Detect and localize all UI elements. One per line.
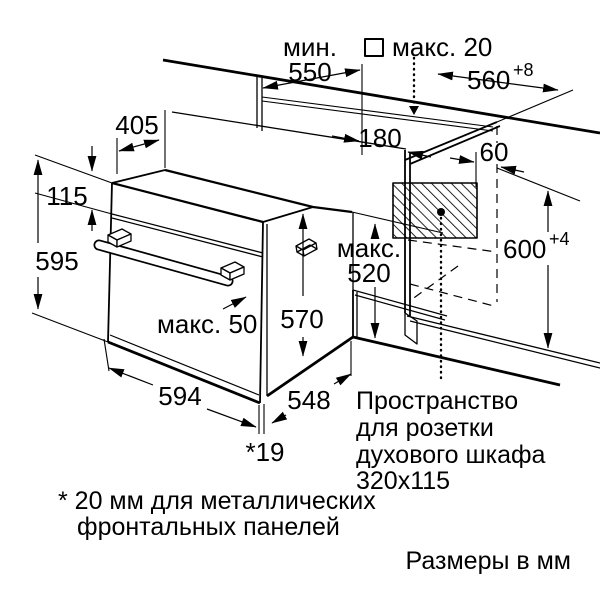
hidden-edge-lines (407, 126, 498, 307)
dim-600-label: 600 (503, 234, 546, 264)
oven (93, 169, 354, 405)
dim-570-label: 570 (280, 304, 323, 334)
dim-min-label: мин. (283, 32, 337, 62)
dim-max50-label: макс. 50 (157, 309, 257, 339)
dim-180-label: 180 (358, 123, 401, 153)
dim-548-label: 548 (287, 385, 330, 415)
dim-594-label: 594 (158, 381, 201, 411)
units-note: Размеры в мм (406, 547, 571, 575)
max50-pointer-arrow (222, 296, 247, 310)
dim-115-label: 115 (46, 181, 87, 211)
dim-520-label: 520 (347, 258, 390, 288)
dim-600-tolerance: +4 (549, 229, 570, 249)
dim-max20-label: макс. 20 (392, 32, 492, 62)
dim-60-label: 60 (480, 137, 509, 167)
dim-560-tolerance: +8 (513, 60, 534, 80)
vent-slot (295, 238, 318, 257)
footnote-line-2: фронтальных панелей (77, 513, 340, 541)
socket-note-line-3: духового шкафа (356, 441, 546, 469)
handle-bracket-right (220, 261, 245, 281)
dim-550-label: 550 (288, 57, 331, 87)
square-symbol (364, 38, 384, 57)
dim-max-label: макс. (337, 233, 401, 263)
reference-dotted-lines (409, 56, 443, 381)
socket-note-line-1: Пространство (356, 387, 518, 415)
socket-space-hatch (392, 182, 478, 239)
socket-dot (437, 208, 445, 216)
worktop-lines (162, 58, 600, 150)
door-handle (93, 228, 245, 287)
dim-595-label: 595 (35, 246, 78, 276)
footnote-line-1: * 20 мм для металлических (58, 487, 376, 515)
dimension-lines (33, 68, 559, 428)
dim-star19-label: *19 (245, 437, 284, 467)
handle-bracket-left (107, 228, 132, 248)
dim-560-label: 560 (467, 65, 510, 95)
socket-note-line-2: для розетки (356, 414, 494, 442)
dimension-labels: мин. 550 макс. 20 560 +8 405 115 595 180… (35, 32, 569, 467)
dim-405-label: 405 (115, 110, 158, 140)
extension-lines (31, 64, 477, 434)
annotation-labels: Пространство для розетки духового шкафа … (58, 387, 571, 575)
socket-note-line-4: 320x115 (356, 467, 450, 495)
